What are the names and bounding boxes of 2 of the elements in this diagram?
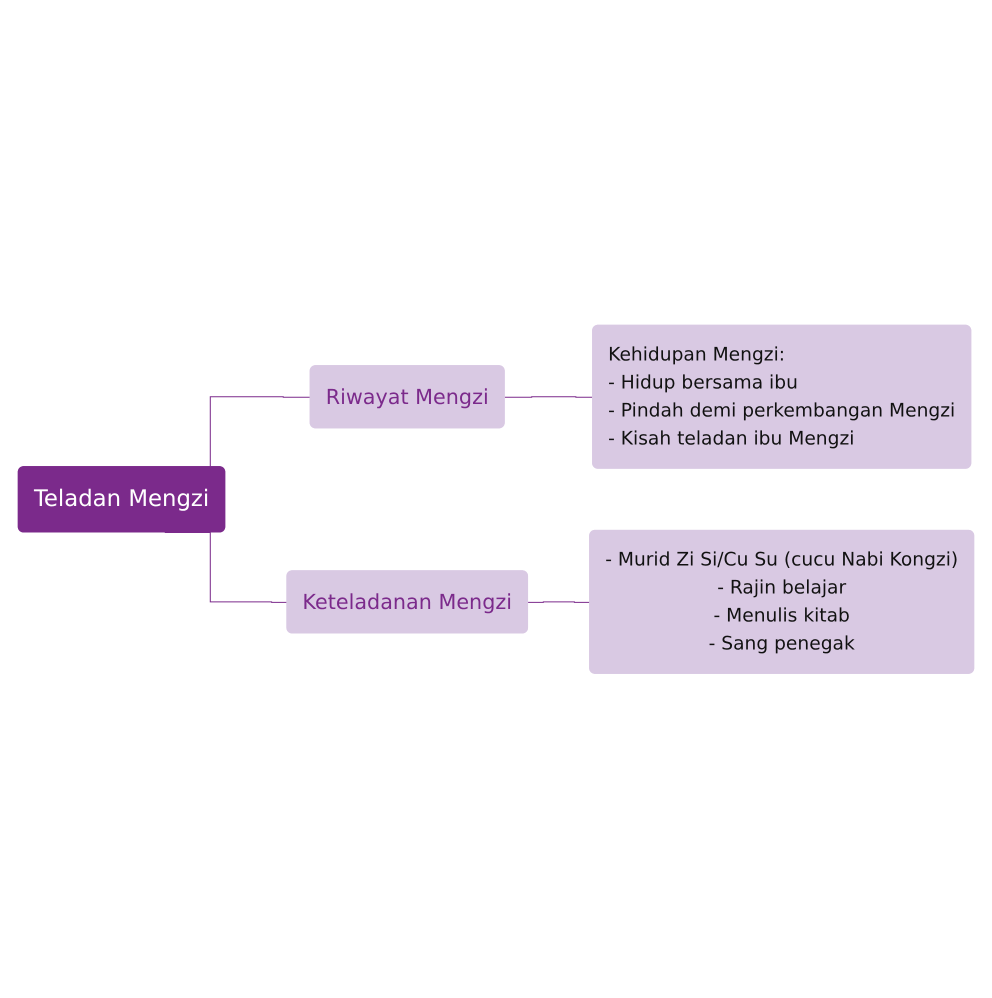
connector	[504, 396, 594, 398]
connector	[528, 601, 590, 603]
